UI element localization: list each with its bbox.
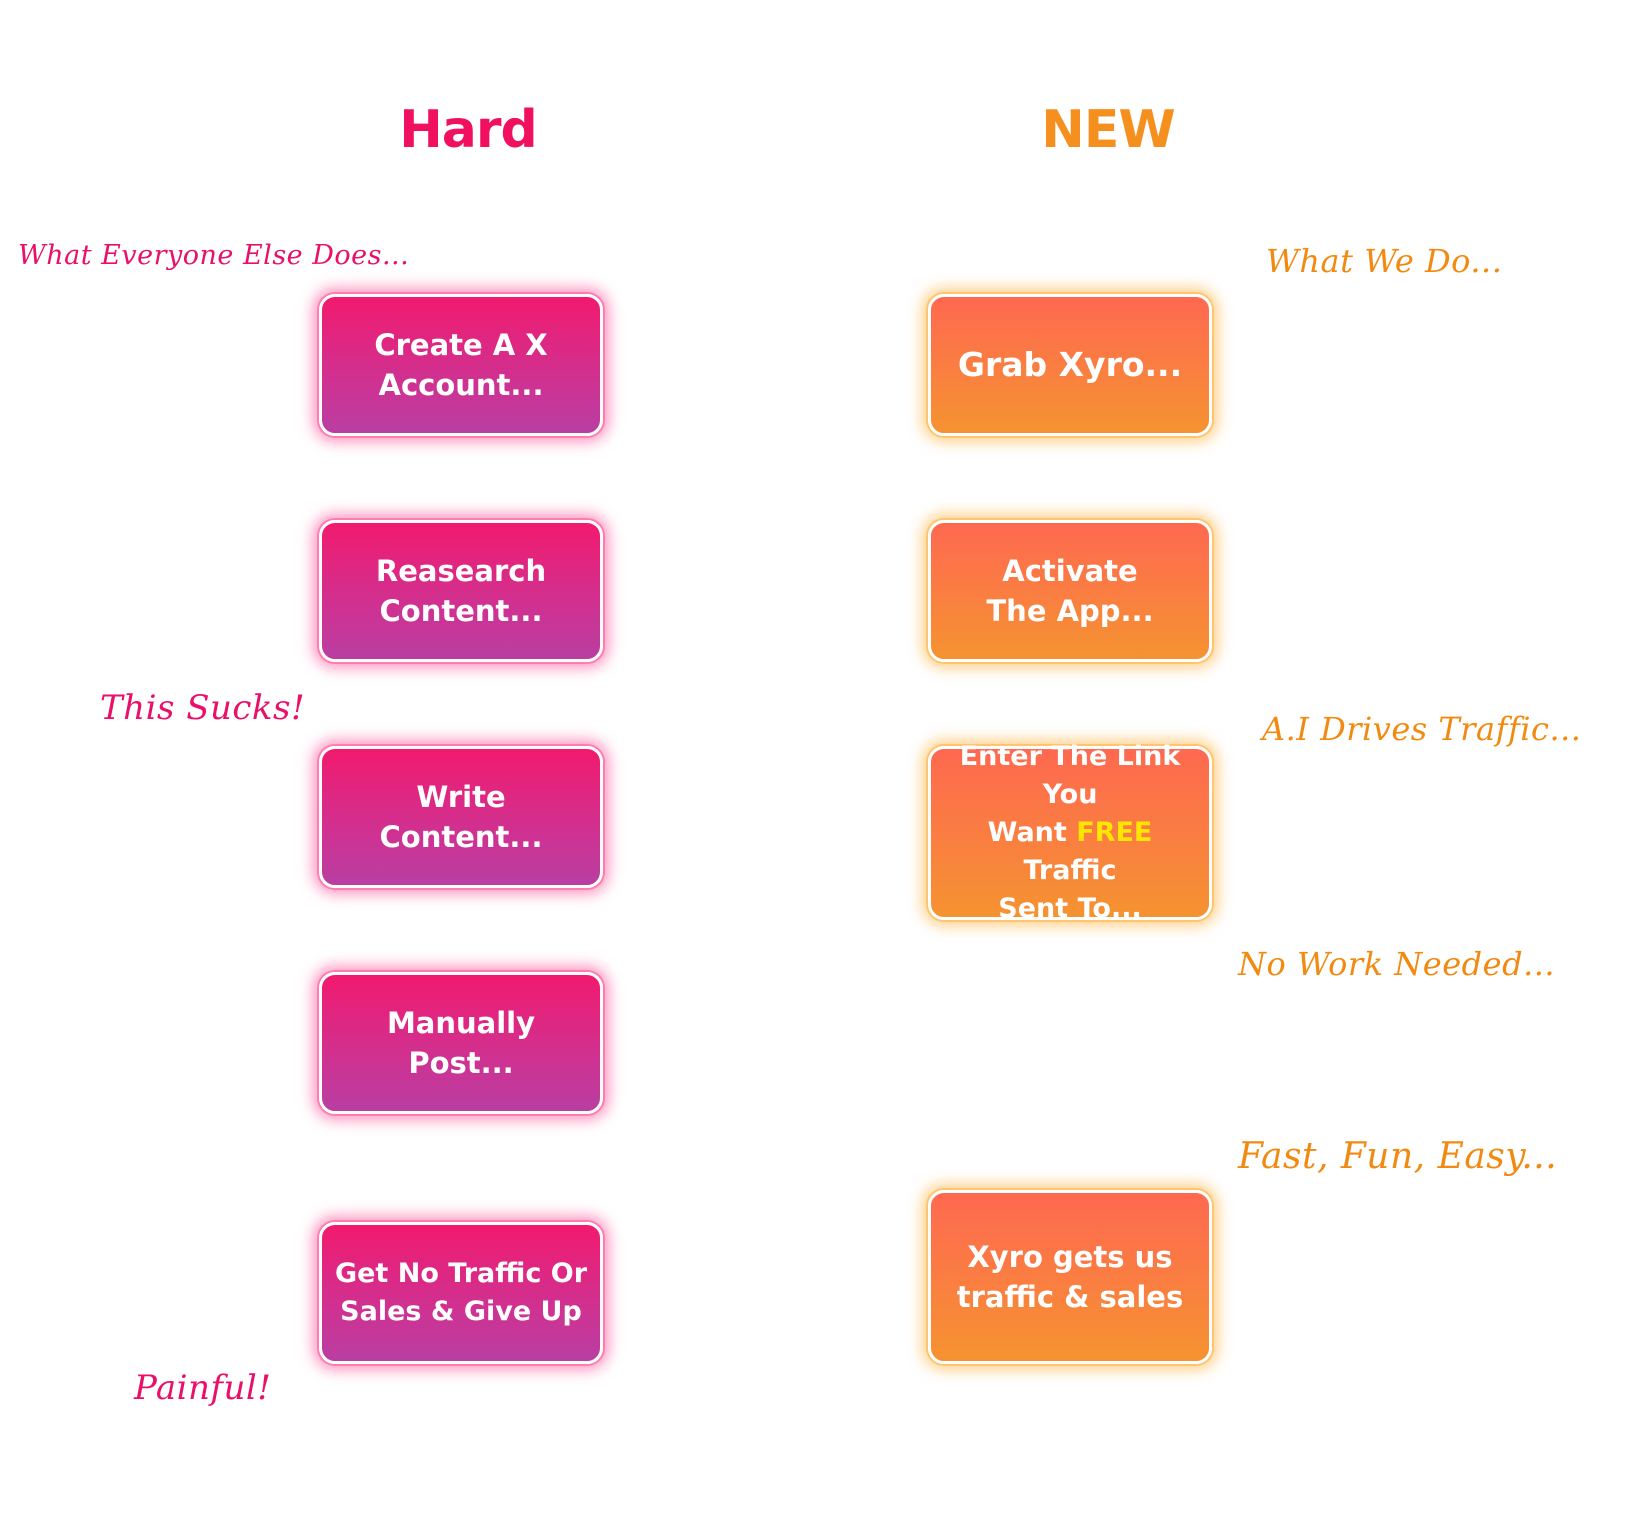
hard-step-5-line-1: Get No Traffic Or (334, 1258, 588, 1289)
hard-step-2-line-2: Content... (379, 594, 543, 628)
hard-step-create-account: Create A X Account... (319, 294, 603, 436)
note-what-we-do: What We Do... (1266, 242, 1503, 280)
new-step-grab-xyro: Grab Xyro... (928, 294, 1212, 436)
new-step-3-line-2: Want FREE Traffic (939, 814, 1201, 890)
hard-step-5-line-2: Sales & Give Up (340, 1296, 582, 1327)
hard-column-title: Hard (399, 100, 537, 160)
new-step-4-line-1: Xyro gets us (967, 1240, 1173, 1274)
new-step-2-line-1: Activate (1002, 554, 1138, 588)
note-fast-fun-easy: Fast, Fun, Easy... (1238, 1136, 1558, 1177)
new-step-3-line-2-post: Traffic (1023, 855, 1117, 886)
hard-step-4-line-1: Manually (386, 1006, 536, 1040)
hard-step-give-up: Get No Traffic Or Sales & Give Up (319, 1222, 603, 1364)
new-step-3-line-3: Sent To... (998, 893, 1142, 924)
hard-step-4-line-2: Post... (408, 1046, 514, 1080)
hard-step-write-content: Write Content... (319, 746, 603, 888)
note-no-work-needed: No Work Needed... (1238, 945, 1556, 983)
hard-step-manually-post: Manually Post... (319, 972, 603, 1114)
free-highlight: FREE (1076, 817, 1153, 848)
hard-step-2-line-1: Reasearch (375, 554, 547, 588)
note-this-sucks: This Sucks! (100, 688, 306, 728)
new-step-3-line-2-pre: Want (987, 817, 1077, 848)
new-step-activate-app: Activate The App... (928, 520, 1212, 662)
hard-step-3-line-2: Content... (379, 820, 543, 854)
new-step-enter-link: Enter The Link You Want FREE Traffic Sen… (928, 741, 1212, 924)
new-step-1-line-1: Grab Xyro... (957, 345, 1183, 384)
new-step-3-line-1: Enter The Link You (959, 741, 1181, 810)
note-what-everyone-else-does: What Everyone Else Does... (18, 240, 410, 271)
new-step-4-line-2: traffic & sales (956, 1280, 1184, 1314)
note-ai-drives-traffic: A.I Drives Traffic... (1262, 710, 1582, 748)
new-step-2-line-2: The App... (986, 594, 1154, 628)
hard-step-1-line-2: Account... (378, 368, 544, 402)
hard-step-3-line-1: Write (416, 780, 506, 814)
new-step-xyro-gets-traffic: Xyro gets us traffic & sales (928, 1190, 1212, 1364)
new-column-title: NEW (1041, 100, 1175, 160)
note-painful: Painful! (134, 1368, 272, 1408)
hard-step-1-line-1: Create A X (374, 328, 548, 362)
hard-step-research-content: Reasearch Content... (319, 520, 603, 662)
